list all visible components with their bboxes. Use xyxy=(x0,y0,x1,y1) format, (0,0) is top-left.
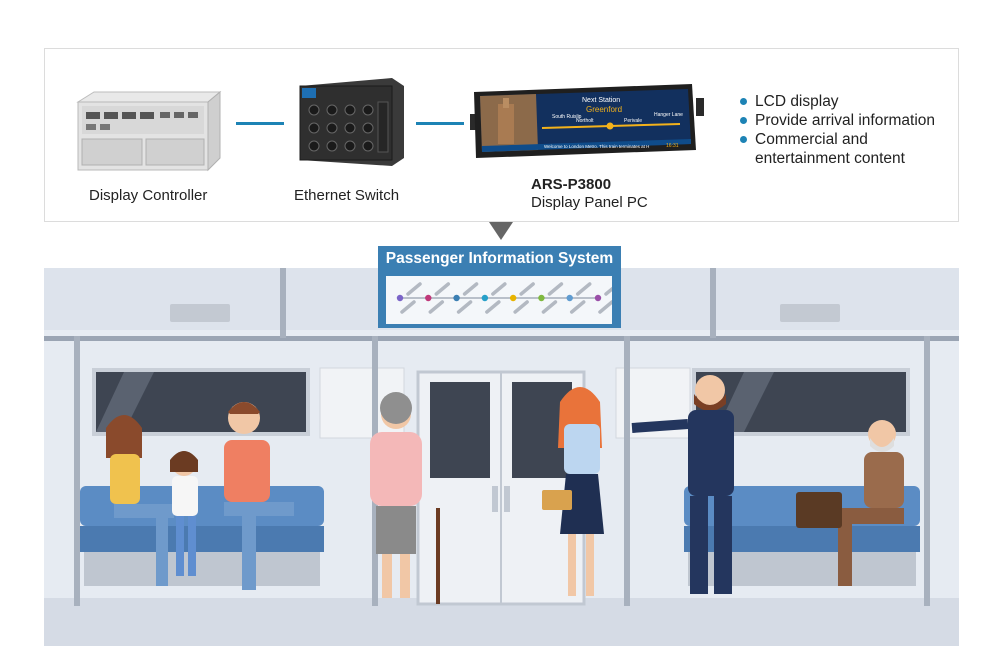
route-station-dot xyxy=(425,294,432,302)
display-panel-pc-image: Next Station Greenford South Ruislip Nor… xyxy=(470,84,704,158)
route-station-label-bar xyxy=(428,300,445,314)
panel-screen-ticker: Welcome to London Metro. This train term… xyxy=(544,144,649,149)
route-station-label-bar xyxy=(400,300,416,314)
route-station-label-bar xyxy=(513,300,529,314)
panel-screen-stop: Hanger Lane xyxy=(654,112,683,118)
panel-screen-header: Next Station xyxy=(582,97,620,104)
route-station-dot xyxy=(481,294,489,302)
ethernet-switch-image xyxy=(299,78,404,166)
feature-list: LCD display Provide arrival information … xyxy=(740,92,935,168)
feature-item: Provide arrival information xyxy=(740,111,935,130)
route-station-label-bar xyxy=(491,282,507,296)
route-station-label-bar xyxy=(456,300,473,314)
route-station-label-bar xyxy=(406,282,422,296)
panel-screen-stop: Northolt xyxy=(576,118,594,124)
route-station-label-bar xyxy=(519,282,535,296)
panel-screen-station: Greenford xyxy=(586,105,622,114)
feature-item-continued: entertainment content xyxy=(740,149,935,168)
connector-line xyxy=(416,122,464,125)
panel-screen-stop: Perivale xyxy=(624,118,642,124)
feature-item: Commercial and xyxy=(740,130,935,149)
feature-item: LCD display xyxy=(740,92,935,111)
panel-screen-time: 16:31 xyxy=(666,143,679,149)
route-station-label-bar xyxy=(541,300,558,314)
display-controller-image xyxy=(76,90,222,172)
train-interior-illustration xyxy=(44,268,959,646)
pis-route-map xyxy=(396,282,612,314)
route-station-dot xyxy=(509,294,517,302)
route-station-label-bar xyxy=(485,300,501,314)
route-station-label-bar xyxy=(434,282,451,296)
route-station-label-bar xyxy=(575,282,592,296)
ethernet-switch-label: Ethernet Switch xyxy=(294,187,400,204)
panel-screen-stop: South Ruislip xyxy=(552,114,582,120)
product-model-name: ARS-P3800 xyxy=(531,176,612,193)
display-controller-label: Display Controller xyxy=(89,187,208,204)
pis-sign-screen xyxy=(386,276,612,324)
route-station-dot xyxy=(594,294,602,302)
arrow-down-icon xyxy=(489,222,513,240)
pis-title: Passenger Information System xyxy=(378,246,621,272)
connector-line xyxy=(236,122,284,125)
route-station-dot xyxy=(538,294,545,302)
route-station-label-bar xyxy=(569,300,586,314)
feature-item-text: entertainment content xyxy=(755,150,905,167)
route-station-dot xyxy=(396,294,404,302)
route-station-label-bar xyxy=(598,300,612,314)
route-station-dot xyxy=(453,294,460,302)
route-station-label-bar xyxy=(462,282,479,296)
route-station-dot xyxy=(566,294,573,302)
display-panel-pc-label: Display Panel PC xyxy=(531,194,648,211)
route-station-label-bar xyxy=(604,286,612,296)
route-station-label-bar xyxy=(547,282,564,296)
